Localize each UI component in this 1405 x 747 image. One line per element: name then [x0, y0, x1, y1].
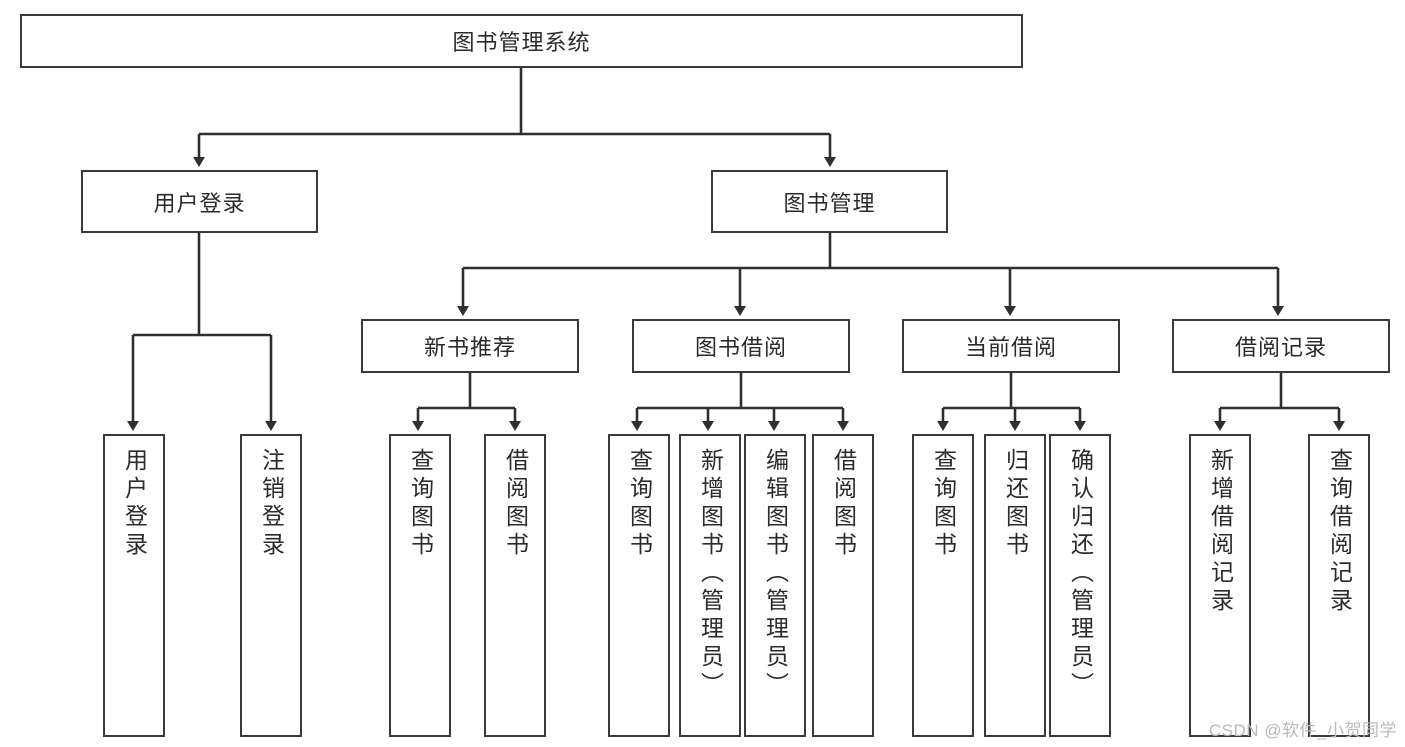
node-leaf-user-login[interactable]: 用户登录 [103, 434, 165, 737]
node-book-borrow[interactable]: 图书借阅 [632, 319, 850, 373]
node-current-borrow-label: 当前借阅 [964, 335, 1057, 360]
node-leaf-borrow-book-recommend[interactable]: 借阅图书 [484, 434, 546, 737]
node-leaf-confirm-return-admin[interactable]: 确认归还（管理员） [1049, 434, 1111, 737]
node-leaf-return-book[interactable]: 归还图书 [984, 434, 1046, 737]
node-leaf-label: 注销登录 [258, 448, 285, 560]
node-leaf-label: 确认归还（管理员） [1067, 448, 1094, 700]
node-borrow-record[interactable]: 借阅记录 [1172, 319, 1390, 373]
node-leaf-query-book-current[interactable]: 查询图书 [912, 434, 974, 737]
node-root-system[interactable]: 图书管理系统 [20, 14, 1023, 68]
node-leaf-edit-book-admin[interactable]: 编辑图书（管理员） [744, 434, 806, 737]
node-new-book-recommend-label: 新书推荐 [423, 335, 516, 360]
node-book-management[interactable]: 图书管理 [711, 170, 948, 233]
node-leaf-logout[interactable]: 注销登录 [240, 434, 302, 737]
node-leaf-label: 新增借阅记录 [1207, 448, 1234, 616]
node-book-borrow-label: 图书借阅 [694, 335, 787, 360]
watermark-text: CSDN @软件_小贺同学 [1208, 721, 1397, 740]
node-leaf-query-book-recommend[interactable]: 查询图书 [389, 434, 451, 737]
node-leaf-borrow-book[interactable]: 借阅图书 [812, 434, 874, 737]
node-leaf-label: 借阅图书 [502, 448, 529, 560]
node-leaf-label: 编辑图书（管理员） [762, 448, 789, 700]
node-leaf-add-book-admin[interactable]: 新增图书（管理员） [679, 434, 741, 737]
node-leaf-label: 查询图书 [626, 448, 653, 560]
node-leaf-label: 借阅图书 [830, 448, 857, 560]
node-root-label: 图书管理系统 [452, 30, 591, 55]
node-book-management-label: 图书管理 [783, 190, 876, 216]
node-leaf-add-borrow-record[interactable]: 新增借阅记录 [1189, 434, 1251, 737]
node-leaf-label: 新增图书（管理员） [697, 448, 724, 700]
node-leaf-label: 查询图书 [930, 448, 957, 560]
node-user-login-label: 用户登录 [153, 190, 246, 216]
node-leaf-label: 用户登录 [121, 448, 148, 560]
node-leaf-label: 归还图书 [1002, 448, 1029, 560]
node-new-book-recommend[interactable]: 新书推荐 [361, 319, 579, 373]
node-current-borrow[interactable]: 当前借阅 [902, 319, 1120, 373]
node-leaf-label: 查询图书 [407, 448, 434, 560]
node-borrow-record-label: 借阅记录 [1234, 335, 1327, 360]
node-user-login[interactable]: 用户登录 [81, 170, 318, 233]
node-leaf-query-book-borrow[interactable]: 查询图书 [608, 434, 670, 737]
node-leaf-label: 查询借阅记录 [1326, 448, 1353, 616]
node-leaf-query-borrow-record[interactable]: 查询借阅记录 [1308, 434, 1370, 737]
